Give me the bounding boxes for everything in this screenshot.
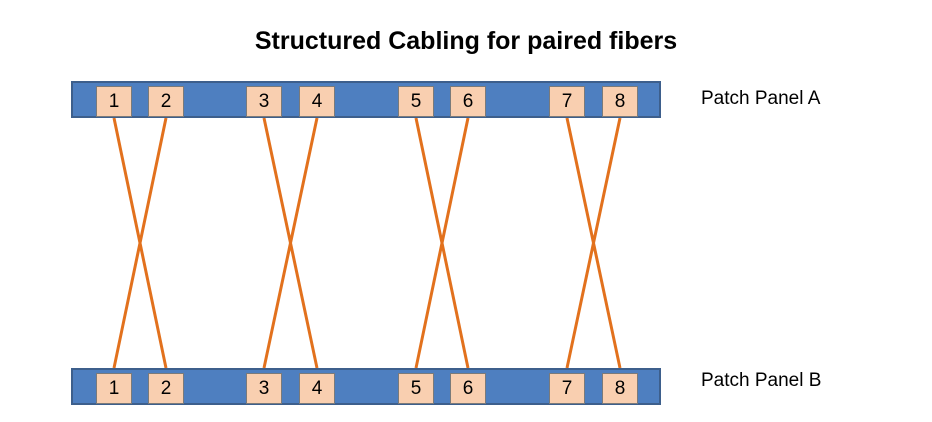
panel-b-port-2: 2 — [148, 373, 184, 404]
panel-b-port-8: 8 — [602, 373, 638, 404]
panel-a-port-1: 1 — [96, 86, 132, 117]
panel-a-port-7: 7 — [549, 86, 585, 117]
panel-b-port-4: 4 — [299, 373, 335, 404]
panel-a-port-5: 5 — [398, 86, 434, 117]
panel-a-port-3: 3 — [246, 86, 282, 117]
patch-panel-b: 1 2 3 4 5 6 7 8 — [71, 368, 661, 405]
patch-panel-a: 1 2 3 4 5 6 7 8 — [71, 81, 661, 118]
panel-b-port-5: 5 — [398, 373, 434, 404]
diagram-title: Structured Cabling for paired fibers — [254, 27, 678, 55]
panel-a-port-6: 6 — [450, 86, 486, 117]
panel-a-port-4: 4 — [299, 86, 335, 117]
panel-b-port-6: 6 — [450, 373, 486, 404]
cable-8-7 — [565, 117, 622, 369]
patch-panel-a-label: Patch Panel A — [701, 88, 821, 109]
panel-b-port-3: 3 — [246, 373, 282, 404]
panel-a-port-2: 2 — [148, 86, 184, 117]
panel-b-port-1: 1 — [96, 373, 132, 404]
cable-2-1 — [112, 117, 168, 369]
cable-6-5 — [414, 117, 470, 369]
panel-a-port-8: 8 — [602, 86, 638, 117]
patch-panel-b-label: Patch Panel B — [701, 370, 822, 391]
panel-b-port-7: 7 — [549, 373, 585, 404]
cable-4-3 — [262, 117, 319, 369]
